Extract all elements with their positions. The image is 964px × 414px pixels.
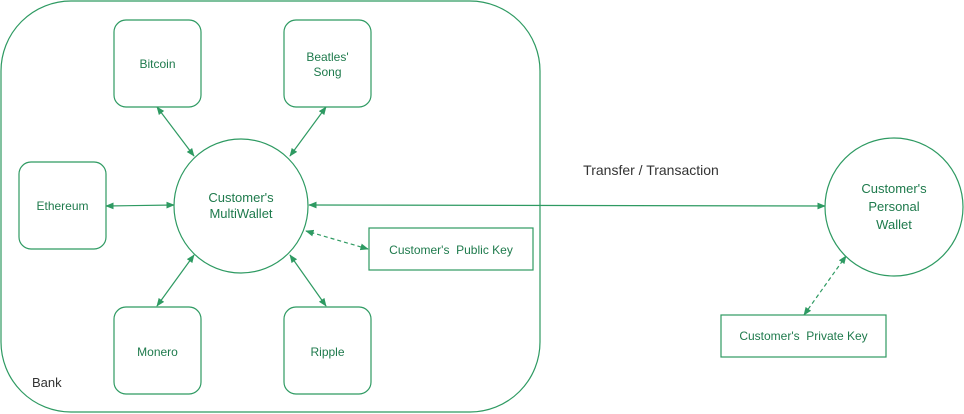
- edge-ethereum-multiwallet: [105, 201, 175, 210]
- edge-ripple-multiwallet: [289, 254, 327, 307]
- multiwallet-label-line2: MultiWallet: [209, 206, 272, 221]
- asset-ripple: Ripple: [283, 306, 372, 395]
- edge-transfer: [308, 201, 826, 210]
- personal-wallet-label-line3: Wallet: [876, 217, 912, 232]
- edge-bitcoin-multiwallet: [156, 106, 195, 157]
- asset-bitcoin-label: Bitcoin: [139, 57, 175, 71]
- asset-ethereum: Ethereum: [18, 161, 107, 250]
- asset-bitcoin: Bitcoin: [113, 19, 202, 108]
- asset-ethereum-label: Ethereum: [36, 199, 88, 213]
- multiwallet-node: Customer's MultiWallet: [173, 138, 309, 274]
- private-key-node: Customer's Private Key: [720, 314, 887, 358]
- bank-label: Bank: [32, 375, 62, 390]
- public-key-label: Customer's Public Key: [389, 243, 513, 257]
- public-key-node: Customer's Public Key: [368, 227, 534, 271]
- connectors: [105, 106, 847, 316]
- edge-publickey-multiwallet: [305, 229, 369, 251]
- transfer-label: Transfer / Transaction: [583, 162, 719, 178]
- asset-ripple-label: Ripple: [310, 345, 344, 359]
- asset-beatles-label-line1: Beatles': [306, 50, 348, 64]
- personal-wallet-label-line2: Personal: [868, 199, 919, 214]
- asset-beatles-label-line2: Song: [313, 65, 341, 79]
- multiwallet-label-line1: Customer's: [208, 190, 274, 205]
- private-key-label: Customer's Private Key: [739, 329, 867, 343]
- personal-wallet-node: Customer's Personal Wallet: [824, 137, 964, 277]
- edge-privatekey-personalwallet: [803, 255, 847, 316]
- edge-beatles-multiwallet: [289, 106, 327, 157]
- personal-wallet-label-line1: Customer's: [861, 181, 927, 196]
- asset-beatles-song: Beatles' Song: [283, 19, 372, 108]
- edge-monero-multiwallet: [156, 254, 195, 307]
- asset-monero: Monero: [113, 306, 202, 395]
- asset-monero-label: Monero: [137, 345, 178, 359]
